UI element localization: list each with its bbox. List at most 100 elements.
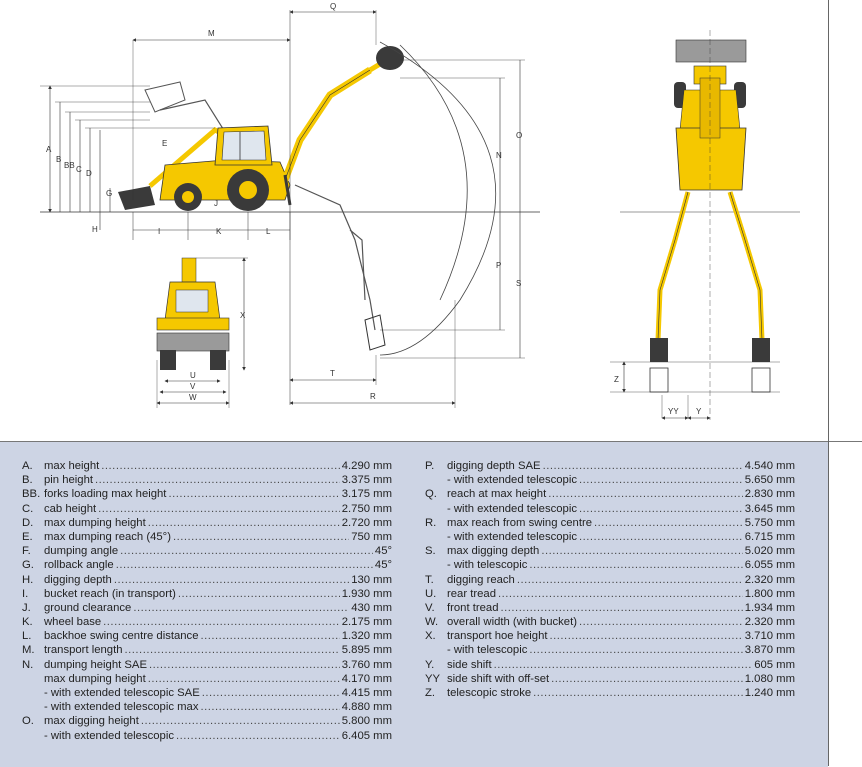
spec-code: O. [22, 715, 34, 728]
spec-value: 45° [374, 545, 392, 558]
spec-code: S. [425, 545, 436, 558]
dot-leader [579, 473, 743, 487]
spec-value: 5.650 mm [744, 474, 795, 487]
spec-code: K. [22, 616, 33, 629]
front-view: X U V W [156, 257, 248, 408]
spec-label: - with extended telescopic [44, 729, 174, 742]
spec-value: 4.170 mm [341, 672, 392, 685]
spec-label: transport length [44, 644, 123, 657]
dot-leader [202, 686, 340, 700]
spec-code: BB. [22, 488, 41, 501]
spec-code [22, 729, 44, 743]
spec-value: 2.750 mm [341, 502, 392, 515]
dim-label-d: D [86, 169, 92, 178]
spec-value: 5.750 mm [744, 516, 795, 529]
spec-row: - with telescopic6.055 mm [425, 558, 795, 572]
spec-label: max digging depth [447, 545, 540, 558]
spec-code [425, 530, 447, 544]
spec-row: - with extended telescopic max4.880 mm [22, 700, 392, 714]
dim-label-bb: BB [64, 161, 75, 170]
spec-row: - with telescopic3.870 mm [425, 643, 795, 657]
spec-code: X. [425, 630, 436, 643]
spec-row: V.front tread1.934 mm [425, 601, 795, 615]
dot-leader [103, 615, 340, 629]
spec-row: O.max digging height5.800 mm [22, 714, 392, 728]
spec-value: 2.320 mm [744, 616, 795, 629]
spec-row: Y.side shift605 mm [425, 658, 795, 672]
spec-label: wheel base [44, 616, 102, 629]
spec-value: 6.405 mm [341, 729, 392, 742]
spec-value: 130 mm [351, 573, 392, 586]
spec-row: D.max dumping height2.720 mm [22, 516, 392, 530]
dot-leader [551, 672, 743, 686]
dim-label-l: L [266, 227, 271, 236]
spec-label: digging depth [44, 573, 112, 586]
backhoe-bucket-lowered [364, 314, 386, 351]
spec-label: - with telescopic [447, 644, 528, 657]
spec-value: 3.175 mm [341, 488, 392, 501]
dim-label-b: B [56, 155, 61, 164]
panel-margin [829, 441, 862, 767]
dim-label-y: Y [696, 407, 702, 416]
technical-drawing: A B BB C D E G H I J K L M Q N [40, 2, 800, 420]
dim-label-j: J [214, 199, 218, 208]
dot-leader [168, 487, 339, 501]
side-view: A B BB C D E G H I J K L M Q N [40, 2, 540, 408]
spec-label: rollback angle [44, 559, 114, 572]
dot-leader [517, 573, 743, 587]
dot-leader [116, 558, 373, 572]
spec-code: N. [22, 658, 34, 671]
spec-code: A. [22, 460, 33, 472]
dim-label-i: I [158, 227, 160, 236]
dim-label-n: N [496, 151, 502, 160]
spec-value: 6.715 mm [744, 530, 795, 543]
spec-value: 4.290 mm [341, 460, 392, 472]
dim-label-a: A [46, 145, 52, 154]
spec-label: - with extended telescopic SAE [44, 687, 200, 699]
spec-code: B. [22, 474, 33, 487]
spec-code [425, 558, 447, 572]
spec-label: digging depth SAE [447, 460, 541, 472]
dot-leader [176, 729, 340, 743]
spec-code [425, 643, 447, 657]
spec-label: telescopic stroke [447, 687, 532, 699]
dim-label-m: M [208, 29, 215, 38]
spec-row: U.rear tread1.800 mm [425, 587, 795, 601]
dim-label-r: R [370, 392, 376, 401]
spec-code: Q. [425, 488, 437, 501]
spec-label: - with extended telescopic [447, 530, 577, 543]
spec-row: T.digging reach2.320 mm [425, 573, 795, 587]
spec-code [425, 473, 447, 487]
spec-label: - with extended telescopic [447, 502, 577, 515]
spec-row: - with extended telescopic 6.715 mm [425, 530, 795, 544]
spec-code: L. [22, 630, 32, 643]
spec-label: side shift with off-set [447, 672, 550, 685]
spec-label: pin height [44, 474, 93, 487]
spec-code [22, 686, 44, 700]
dim-label-u: U [190, 371, 196, 380]
dim-label-q: Q [330, 2, 336, 11]
spec-label: - with telescopic [447, 559, 528, 572]
spec-label: front tread [447, 601, 499, 614]
spec-code: YY [425, 672, 441, 685]
spec-code: H. [22, 573, 34, 586]
spec-label: bucket reach (in transport) [44, 587, 176, 600]
dot-leader [200, 629, 339, 643]
spec-value: 5.020 mm [744, 545, 795, 558]
dot-leader [98, 502, 340, 516]
dot-leader [550, 629, 743, 643]
dot-leader [541, 544, 742, 558]
spec-row: BB.forks loading max height3.175 mm [22, 487, 392, 501]
spec-row: P.digging depth SAE4.540 mm [425, 459, 795, 473]
front-bucket [156, 332, 230, 352]
spec-code [22, 672, 44, 686]
spec-label: max reach from swing centre [447, 516, 593, 529]
dot-leader [148, 516, 340, 530]
spec-row: C.cab height2.750 mm [22, 502, 392, 516]
rear-view: Z YY Y [610, 30, 800, 420]
spec-value: 3.760 mm [341, 658, 392, 671]
spec-row: G.rollback angle45° [22, 558, 392, 572]
dot-leader [529, 558, 742, 572]
spec-code [22, 700, 44, 714]
